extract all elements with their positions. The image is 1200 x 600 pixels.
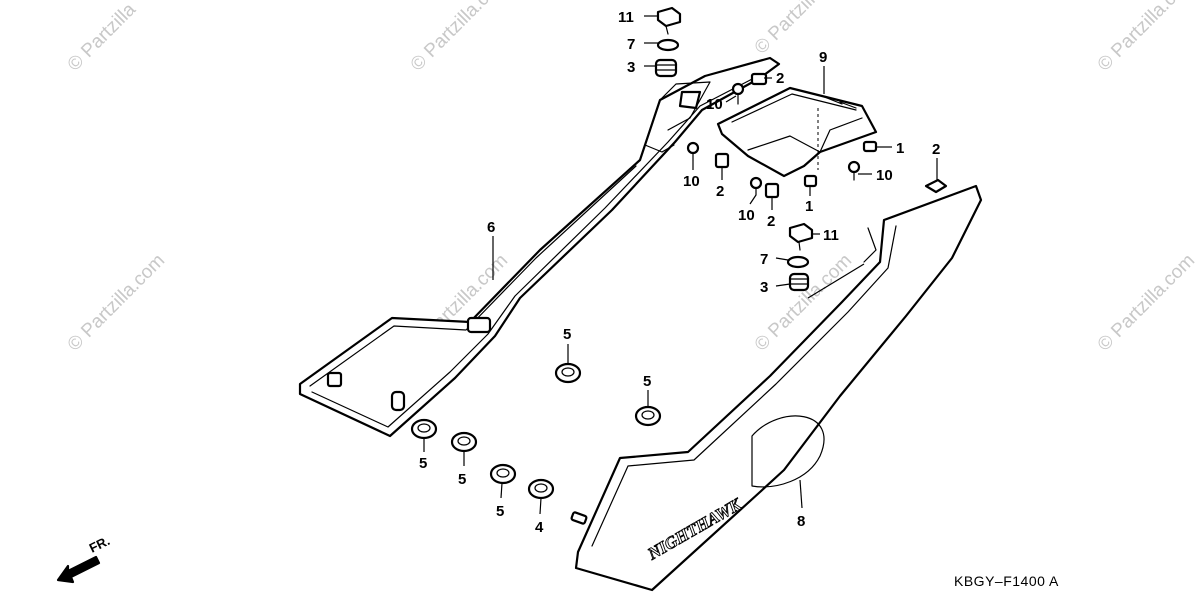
collar-3-top — [654, 58, 678, 78]
callout-5: 5 — [643, 373, 651, 390]
watermark-corner: © Partzilla — [64, 0, 141, 76]
callout-11: 11 — [823, 227, 839, 244]
watermark: © Partzilla.com — [1094, 250, 1199, 355]
right-fairing-part-8: NIGHTHAWK — [570, 184, 983, 592]
callout-6: 6 — [487, 219, 495, 236]
callout-5: 5 — [563, 326, 571, 343]
callout-10: 10 — [683, 173, 700, 190]
clip-2 — [924, 178, 948, 194]
screw-10 — [686, 141, 700, 161]
callout-1: 1 — [805, 198, 813, 215]
callout-5: 5 — [419, 455, 427, 472]
callout-2: 2 — [932, 141, 940, 158]
collar-3-right — [788, 272, 810, 292]
bolt-11-right — [788, 222, 814, 251]
clip-1 — [803, 174, 818, 188]
screw-10 — [847, 160, 861, 181]
callout-3: 3 — [760, 279, 768, 296]
left-side-cover-part-6 — [298, 56, 781, 438]
leader-lines — [423, 15, 938, 515]
grommet-5 — [554, 362, 582, 384]
callout-10: 10 — [876, 167, 893, 184]
watermark: © Partzilla.com — [64, 250, 169, 355]
callout-10: 10 — [738, 207, 755, 224]
watermark: © Partzilla.com — [751, 0, 856, 59]
grommet-5 — [634, 405, 662, 427]
callout-2: 2 — [776, 70, 784, 87]
front-direction-label: FR. — [87, 533, 112, 556]
watermark: © Partzilla.com — [1094, 0, 1199, 76]
callout-11: 11 — [618, 9, 634, 26]
callout-7: 7 — [760, 251, 768, 268]
grommet-5 — [489, 463, 517, 485]
callouts: 11 7 3 9 2 10 1 10 2 10 2 1 10 2 6 11 7 … — [419, 9, 940, 536]
callout-7: 7 — [627, 36, 635, 53]
washer-7-top — [656, 38, 680, 52]
grommet-5 — [450, 431, 478, 453]
clip-2 — [714, 152, 730, 169]
screw-10 — [731, 82, 745, 105]
diagram-code: KBGY–F1400 A — [954, 573, 1059, 589]
screw-10 — [749, 176, 763, 196]
watermark: © Partzilla.com — [407, 0, 512, 76]
callout-9: 9 — [819, 49, 827, 66]
callout-1: 1 — [896, 140, 904, 157]
callout-2: 2 — [716, 183, 724, 200]
callout-3: 3 — [627, 59, 635, 76]
grommet-5 — [410, 418, 438, 440]
callout-10: 10 — [706, 96, 723, 113]
callout-5: 5 — [496, 503, 504, 520]
callout-2: 2 — [767, 213, 775, 230]
callout-5: 5 — [458, 471, 466, 488]
callout-4: 4 — [535, 519, 544, 536]
hardware-parts — [410, 6, 948, 500]
bolt-11-top — [656, 6, 682, 35]
grommet-4 — [527, 478, 555, 500]
washer-7-right — [786, 255, 810, 269]
clip-1 — [862, 140, 878, 153]
clip-2 — [764, 182, 780, 199]
front-direction-indicator: FR. — [56, 533, 112, 584]
clip-2 — [750, 72, 768, 86]
center-cover-part-9 — [716, 86, 878, 178]
callout-8: 8 — [797, 513, 805, 530]
front-arrow-icon — [56, 555, 101, 584]
